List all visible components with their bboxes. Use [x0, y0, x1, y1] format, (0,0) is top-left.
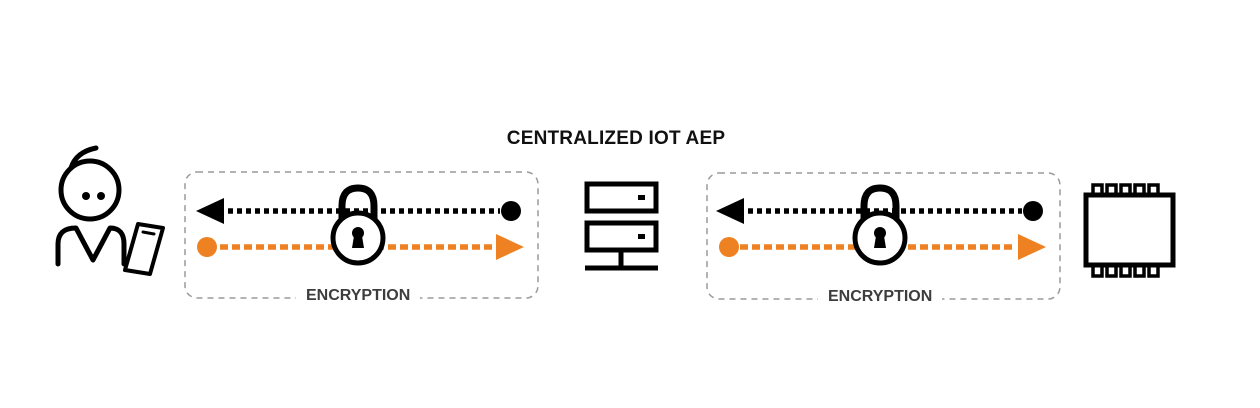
downstream-source-dot-1 [501, 201, 521, 221]
server-icon [584, 181, 659, 271]
downstream-arrowhead-1 [196, 198, 224, 224]
encryption-channel-2 [706, 172, 1061, 300]
lock-icon [852, 184, 908, 266]
upstream-source-dot-1 [197, 237, 217, 257]
chip-icon [1083, 183, 1176, 278]
lock-icon [330, 184, 386, 266]
upstream-arrowhead-2 [1018, 234, 1046, 260]
encryption-channel-1 [184, 171, 539, 299]
encryption-label-2: ENCRYPTION [818, 288, 943, 306]
upstream-arrowhead-1 [496, 234, 524, 260]
downstream-arrowhead-2 [716, 198, 744, 224]
title: CENTRALIZED IOT AEP [506, 128, 726, 149]
upstream-source-dot-2 [719, 237, 739, 257]
downstream-source-dot-2 [1023, 201, 1043, 221]
encryption-label-1: ENCRYPTION [296, 287, 421, 305]
user-with-phone-icon [55, 145, 165, 276]
